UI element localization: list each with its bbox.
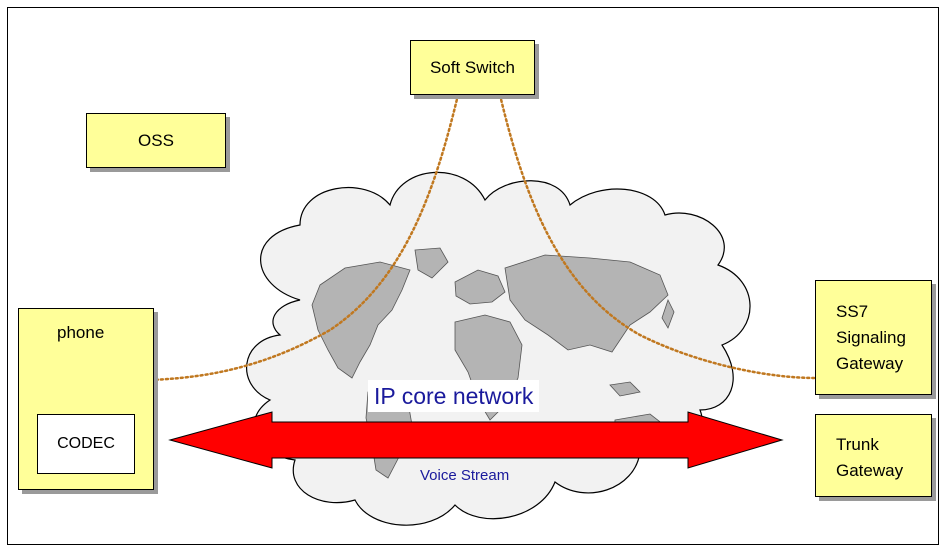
ip-core-network-text: IP core network <box>374 383 534 409</box>
signal-line-ss7 <box>498 93 817 380</box>
japan-shape <box>661 298 675 329</box>
phone-node: phone CODEC <box>18 308 154 490</box>
diagram-frame <box>7 7 939 545</box>
signal-line-phone <box>148 93 460 382</box>
voice-stream-arrow <box>168 411 784 469</box>
ss7-gateway-node: SS7 Signaling Gateway <box>815 280 932 395</box>
islands-shape <box>609 381 641 397</box>
codec-box: CODEC <box>37 414 135 474</box>
soft-switch-label: Soft Switch <box>429 57 516 77</box>
north-america-shape <box>311 261 411 379</box>
trunk-label-line2: Gateway <box>836 461 904 480</box>
phone-label: phone <box>57 323 105 342</box>
trunk-gateway-node: Trunk Gateway <box>815 414 932 497</box>
greenland-shape <box>414 247 449 279</box>
ss7-label-line3: Gateway <box>836 354 904 373</box>
codec-label: CODEC <box>57 435 115 452</box>
trunk-label-line1: Trunk <box>836 435 879 454</box>
ss7-label-line1: SS7 <box>836 302 869 321</box>
voice-stream-text: Voice Stream <box>420 467 510 484</box>
voice-stream-label: Voice Stream <box>420 467 509 484</box>
europe-shape <box>454 269 506 305</box>
oss-node: OSS <box>86 113 226 168</box>
soft-switch-node: Soft Switch <box>410 40 535 95</box>
signaling-links <box>148 93 817 382</box>
ip-core-network-label: IP core network <box>368 380 540 412</box>
oss-label: OSS <box>138 130 174 150</box>
ss7-label-line2: Signaling <box>836 328 906 347</box>
